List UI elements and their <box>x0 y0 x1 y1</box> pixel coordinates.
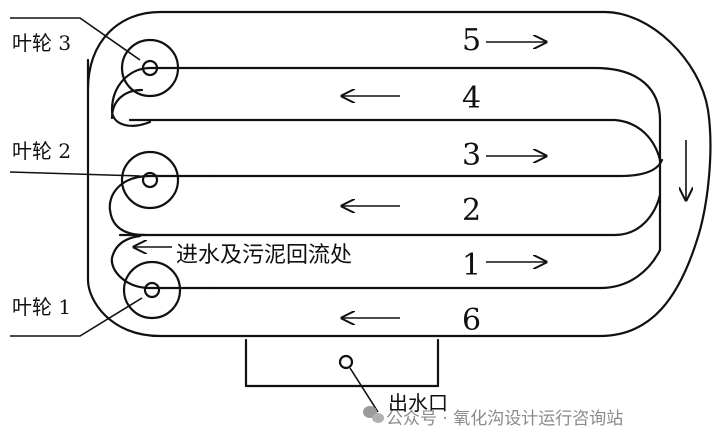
channel-5-label: 5 <box>462 23 481 58</box>
impeller-3 <box>120 38 180 98</box>
channel-6-label: 6 <box>462 303 481 338</box>
impeller-icon <box>120 38 180 98</box>
channel-3-label: 3 <box>462 138 481 173</box>
partition-wall-top <box>203 66 662 132</box>
channel-2-label: 2 <box>462 193 481 228</box>
impeller-2-label: 叶轮 2 <box>12 139 71 163</box>
impeller-1 <box>122 260 182 320</box>
left-turn-middle <box>108 174 212 237</box>
impeller-icon <box>122 260 182 320</box>
wechat-icon <box>363 406 384 423</box>
channel-1-label: 1 <box>462 248 481 283</box>
outlet-leader <box>349 367 379 413</box>
impeller-3-label: 叶轮 3 <box>12 31 71 55</box>
outlet-icon <box>338 354 354 370</box>
outlet-box <box>244 338 440 388</box>
inlet-label: 进水及污泥回流处 <box>176 243 352 268</box>
watermark-text: 公众号 · 氧化沟设计运行咨询站 <box>386 409 623 429</box>
impeller-1-leader <box>10 297 143 337</box>
left-turn-lower <box>110 234 212 290</box>
left-turn-upper <box>110 66 207 127</box>
channel-divider-c <box>118 193 662 237</box>
channel-divider-b <box>208 158 664 178</box>
channel-4-label: 4 <box>462 81 481 116</box>
impeller-icon <box>120 150 180 210</box>
impeller-2-leader <box>9 171 141 177</box>
channel-divider-a <box>128 118 662 162</box>
impeller-2 <box>120 150 180 210</box>
outer-tank-wall <box>86 10 712 338</box>
impeller-3-leader <box>10 17 141 61</box>
channel-divider-d <box>208 128 662 290</box>
impeller-1-label: 叶轮 1 <box>12 295 71 319</box>
outlet-label: 出水口 <box>388 391 448 415</box>
